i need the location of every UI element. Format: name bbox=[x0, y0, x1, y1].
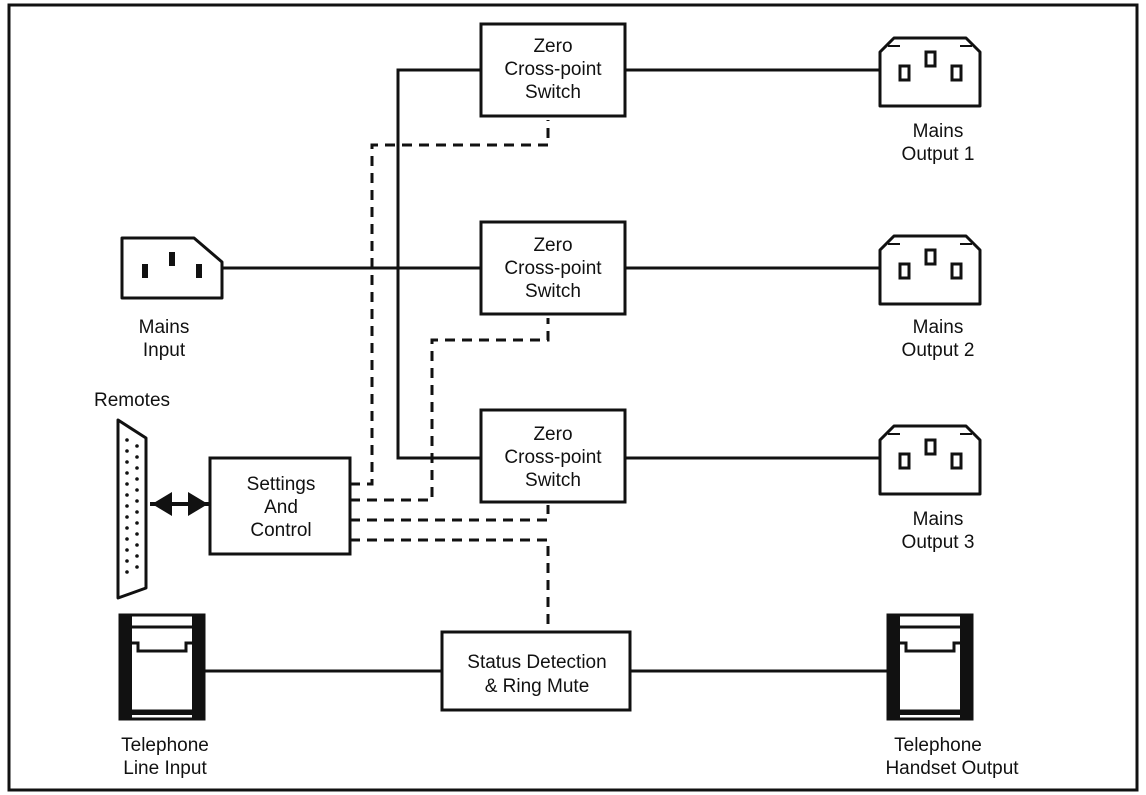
zero-crosspoint-switch-2: Zero Cross-point Switch bbox=[479, 220, 627, 316]
zero-crosspoint-switch-1: Zero Cross-point Switch bbox=[479, 22, 627, 118]
control-line-switch-3 bbox=[350, 505, 550, 522]
connector-pins bbox=[125, 438, 139, 574]
connector-pin bbox=[125, 559, 129, 563]
mains-output-3: Mains Output 3 bbox=[878, 424, 982, 553]
mains-input: Mains Input bbox=[120, 236, 224, 361]
connector-pin bbox=[125, 548, 129, 552]
zero-crosspoint-switch-3: Zero Cross-point Switch bbox=[479, 408, 627, 504]
status-detection-ring-mute: Status Detection & Ring Mute bbox=[440, 630, 632, 712]
switch-2-line-2: Cross-point bbox=[504, 258, 602, 279]
telephone-line-input: Telephone Line Input bbox=[118, 613, 209, 779]
control-line-switch-1 bbox=[350, 120, 550, 486]
connector-pin bbox=[125, 570, 129, 574]
telephone-input-label-1: Telephone bbox=[121, 735, 209, 756]
connector-pin bbox=[135, 466, 139, 470]
telephone-input-jack-icon bbox=[118, 613, 206, 721]
mains-input-label-2: Input bbox=[143, 340, 186, 361]
settings-and-control: Settings And Control bbox=[208, 456, 352, 556]
mains-output-1-label-2: Output 1 bbox=[902, 144, 975, 165]
connector-pin bbox=[125, 460, 129, 464]
mains-output-2-label-1: Mains bbox=[913, 317, 964, 338]
mains-output-1: Mains Output 1 bbox=[878, 36, 982, 165]
connector-pin bbox=[135, 565, 139, 569]
connector-pin bbox=[135, 532, 139, 536]
connector-pin bbox=[135, 554, 139, 558]
switch-3-line-3: Switch bbox=[525, 470, 581, 491]
power-bus bbox=[396, 68, 480, 460]
connector-pin bbox=[125, 493, 129, 497]
switch-2-line-1: Zero bbox=[533, 235, 572, 256]
settings-line-2: And bbox=[264, 497, 298, 518]
connector-pin bbox=[135, 499, 139, 503]
connector-pin bbox=[135, 455, 139, 459]
mains-output-1-label-1: Mains bbox=[913, 121, 964, 142]
telephone-handset-output: Telephone Handset Output bbox=[885, 613, 1019, 779]
remotes-connector: Remotes bbox=[94, 390, 170, 600]
connector-pin bbox=[125, 482, 129, 486]
connector-pin bbox=[125, 471, 129, 475]
connector-pin bbox=[125, 438, 129, 442]
mains-output-2-socket-icon bbox=[878, 234, 982, 306]
db25-connector-icon bbox=[116, 418, 148, 600]
connector-pin bbox=[135, 521, 139, 525]
connector-pin bbox=[125, 449, 129, 453]
connector-pin bbox=[125, 504, 129, 508]
telephone-output-label-1: Telephone bbox=[894, 735, 982, 756]
telephone-output-jack-icon bbox=[886, 613, 974, 721]
switch-2-line-3: Switch bbox=[525, 281, 581, 302]
mains-output-3-label-1: Mains bbox=[913, 509, 964, 530]
connector-pin bbox=[135, 488, 139, 492]
mains-output-3-socket-icon bbox=[878, 424, 982, 496]
outer-frame bbox=[7, 3, 1139, 792]
switch-3-line-1: Zero bbox=[533, 424, 572, 445]
connector-pin bbox=[135, 510, 139, 514]
connector-pin bbox=[135, 543, 139, 547]
connector-pin bbox=[125, 537, 129, 541]
settings-line-3: Control bbox=[250, 520, 311, 541]
connector-pin bbox=[135, 477, 139, 481]
remotes-label: Remotes bbox=[94, 390, 170, 411]
switch-3-line-2: Cross-point bbox=[504, 447, 602, 468]
bidirectional-arrow-icon bbox=[150, 492, 210, 516]
connector-pin bbox=[125, 515, 129, 519]
switch-1-line-3: Switch bbox=[525, 82, 581, 103]
power-wiring bbox=[205, 68, 888, 673]
mains-output-3-label-2: Output 3 bbox=[902, 532, 975, 553]
connector-pin bbox=[125, 526, 129, 530]
control-wiring bbox=[350, 120, 550, 632]
control-line-status bbox=[350, 538, 550, 632]
telephone-output-label-2: Handset Output bbox=[885, 758, 1019, 779]
mains-output-1-socket-icon bbox=[878, 36, 982, 108]
status-line-1: Status Detection bbox=[467, 652, 606, 673]
switch-1-line-1: Zero bbox=[533, 36, 572, 57]
mains-output-2: Mains Output 2 bbox=[878, 234, 982, 361]
control-line-switch-2 bbox=[350, 318, 550, 502]
mains-output-2-label-2: Output 2 bbox=[902, 340, 975, 361]
status-line-2: & Ring Mute bbox=[485, 676, 590, 697]
settings-line-1: Settings bbox=[247, 474, 316, 495]
connector-pin bbox=[135, 444, 139, 448]
switch-1-line-2: Cross-point bbox=[504, 59, 602, 80]
mains-input-label-1: Mains bbox=[139, 317, 190, 338]
telephone-input-label-2: Line Input bbox=[123, 758, 207, 779]
mains-input-socket-icon bbox=[120, 236, 224, 300]
